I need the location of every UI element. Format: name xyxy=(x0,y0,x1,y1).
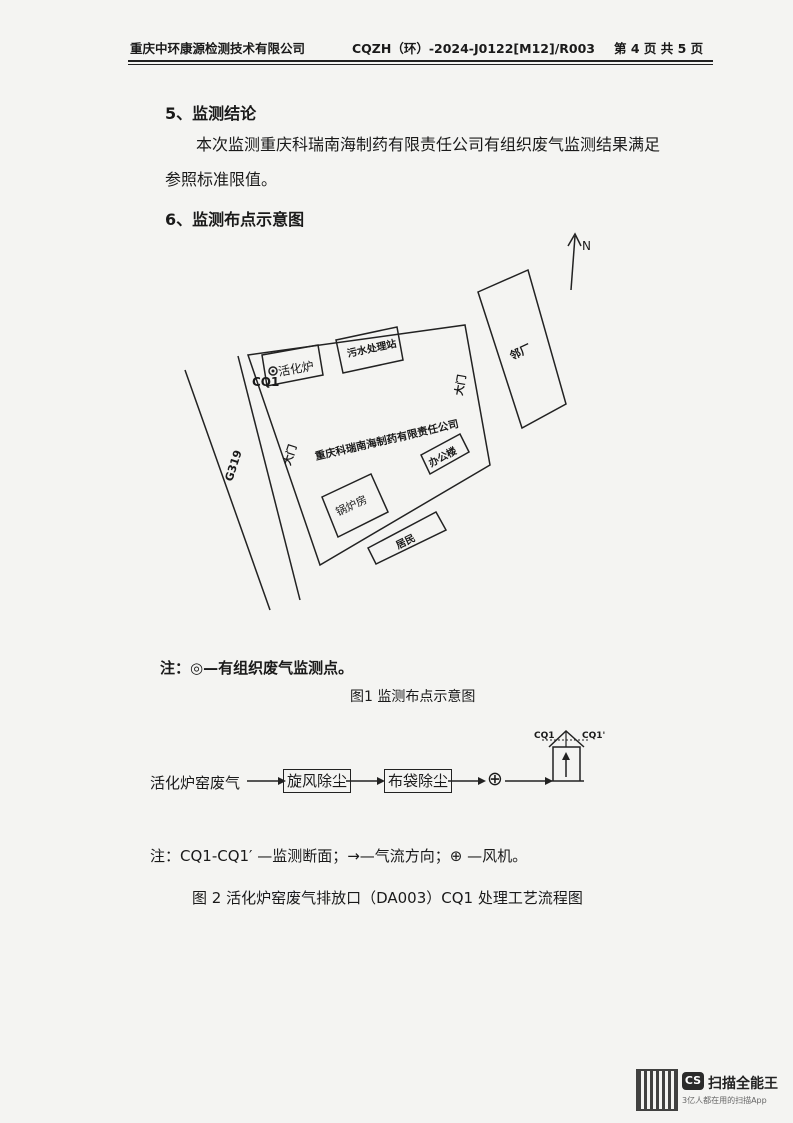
camscanner-logo-icon: CS xyxy=(682,1072,704,1090)
office-block xyxy=(420,432,470,476)
header-report-number: CQZH（环）-2024-J0122[M12]/R003 xyxy=(352,41,595,56)
sewage-block xyxy=(335,326,404,374)
point-label: CQ1 xyxy=(252,375,279,389)
section5-heading: 5、监测结论 xyxy=(165,104,257,123)
flow-diagram xyxy=(247,729,590,785)
residents-block xyxy=(367,510,448,565)
gate-left-label: 大门 xyxy=(280,443,299,467)
factory-block xyxy=(477,268,567,430)
kiln-block xyxy=(261,344,324,387)
north-label: N xyxy=(582,239,591,253)
road-label: G319 xyxy=(222,448,244,482)
kiln-label: 活化炉 xyxy=(277,359,315,379)
cq1-label: CQ1 xyxy=(534,731,555,741)
office-label: 办公楼 xyxy=(426,444,459,470)
arrow-icon xyxy=(247,777,286,785)
flow-legend-note: 注：CQ1-CQ1′ —监测断面；→—气流方向；⊕ —风机。 xyxy=(150,847,528,865)
conclusion-line-1: 本次监测重庆科瑞南海制药有限责任公司有组织废气监测结果满足 xyxy=(196,135,661,154)
conclusion-line-2: 参照标准限值。 xyxy=(165,170,278,189)
monitoring-point-icon xyxy=(268,366,278,376)
company-boundary xyxy=(246,324,491,567)
north-arrow-icon xyxy=(567,232,582,291)
baghouse-box: 布袋除尘 xyxy=(384,769,453,793)
gate-right-label: 大门 xyxy=(452,374,468,397)
header-rule xyxy=(128,60,713,62)
site-map: N G319 邻厂 活化炉 CQ1 污水处理站 重庆科瑞南海制药有限责任公司 大… xyxy=(184,232,591,611)
header-company: 重庆中环康源检测技术有限公司 xyxy=(130,41,306,56)
header-rule-thin xyxy=(128,64,713,65)
figure1-caption: 图1 监测布点示意图 xyxy=(350,689,476,705)
arrow-icon xyxy=(346,777,385,785)
road-edge-left xyxy=(184,369,271,611)
watermark-app-name: 扫描全能王 xyxy=(708,1076,778,1092)
section6-heading: 6、监测布点示意图 xyxy=(165,210,305,229)
note-monitoring-point: 注：◎—有组织废气监测点。 xyxy=(160,659,354,677)
arrow-up-icon xyxy=(562,752,570,777)
cyclone-box: 旋风除尘 xyxy=(283,769,352,793)
qr-code-icon xyxy=(636,1069,678,1111)
arrow-icon xyxy=(448,777,486,785)
cq1-prime-label: CQ1' xyxy=(582,731,606,741)
header-page-number: 第 4 页 共 5 页 xyxy=(614,41,704,56)
road-edge-right xyxy=(237,355,301,601)
flow-source: 活化炉窑废气 xyxy=(150,774,241,792)
watermark-tagline: 3亿人都在用的扫描App xyxy=(682,1096,767,1105)
figure2-caption: 图 2 活化炉窑废气排放口（DA003）CQ1 处理工艺流程图 xyxy=(192,889,583,907)
factory-label: 邻厂 xyxy=(506,341,533,363)
boiler-block xyxy=(321,472,389,539)
arrow-icon xyxy=(505,777,553,785)
boiler-label: 锅炉房 xyxy=(334,493,369,519)
fan-icon: ⊕ xyxy=(487,768,503,790)
